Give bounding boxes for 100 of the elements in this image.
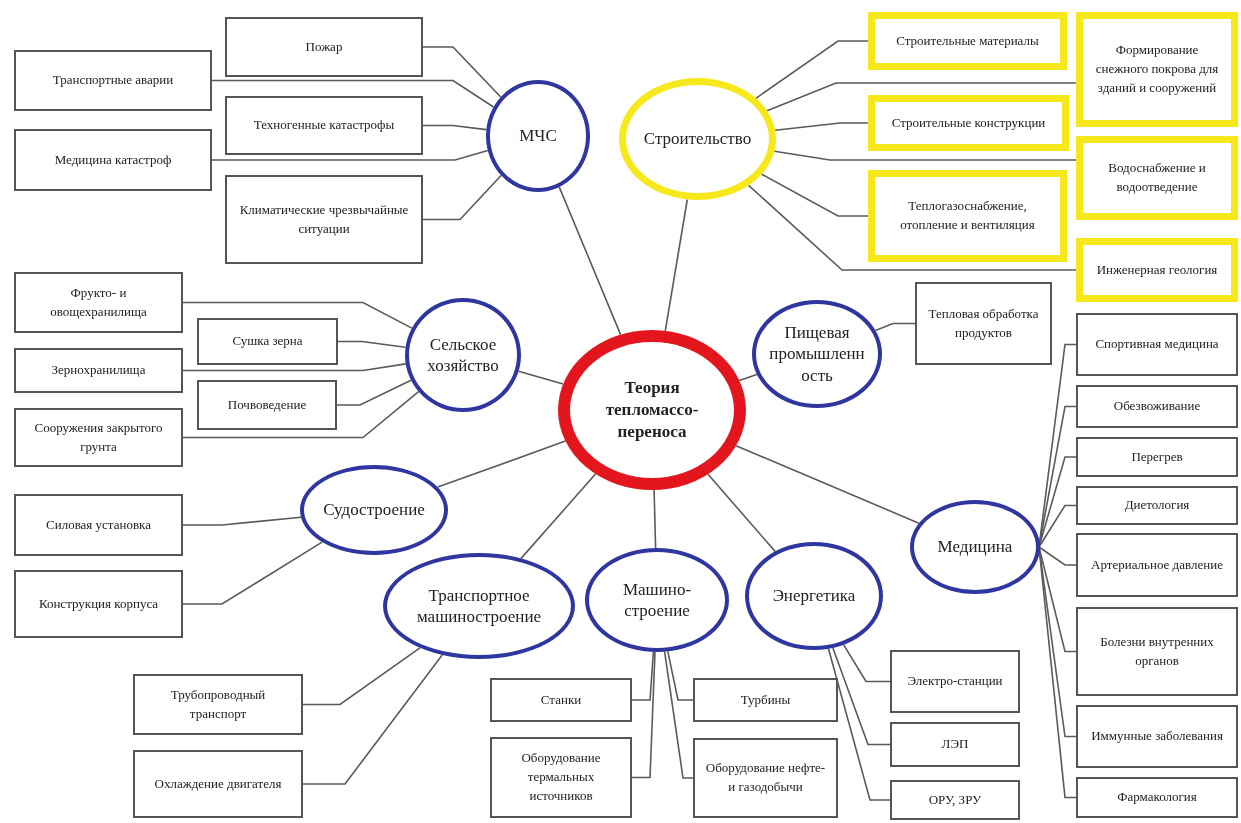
topic-box — [1076, 533, 1238, 597]
node-label: Медицина — [937, 536, 1013, 558]
node-label: Строительные материалы — [896, 31, 1039, 50]
connector-line — [337, 340, 407, 349]
node-label: Обезвоживание — [1113, 397, 1201, 416]
topic-box — [890, 780, 1020, 820]
node-label: Перегрев — [1131, 447, 1183, 466]
node-label: Тепловая обработка продуктов — [927, 304, 1040, 342]
connector-line — [182, 516, 302, 526]
node-label: Конструкция корпуса — [38, 594, 159, 613]
topic-box — [1076, 486, 1238, 525]
topic-box — [868, 12, 1067, 70]
topic-box — [133, 750, 303, 818]
connector-line — [766, 82, 1077, 112]
connector-line — [774, 122, 869, 132]
connector-line — [773, 150, 1077, 161]
node-label: Силовая установка — [46, 515, 151, 534]
connector-line — [182, 541, 323, 605]
node-label: Сушка зерна — [232, 332, 303, 351]
node-label: Теория тепломассо-переноса — [604, 376, 700, 444]
topic-box — [14, 494, 183, 556]
topic-box — [14, 50, 212, 111]
node-label: Фармакология — [1117, 788, 1197, 807]
connector-line — [874, 322, 916, 332]
connector-line — [182, 301, 413, 329]
topic-box — [490, 678, 632, 722]
node-label: Иммунные заболевания — [1091, 727, 1223, 746]
node-label: Пищевая промышленность — [768, 322, 866, 386]
node-label: Спортивная медицина — [1095, 335, 1219, 354]
topic-box — [915, 282, 1052, 365]
topic-box — [1076, 238, 1238, 302]
node-label: Транспортное машиностроение — [415, 584, 543, 628]
node-label: Артериальное давление — [1091, 555, 1223, 574]
node-label: Зернохранилища — [51, 361, 146, 380]
node-label: Болезни внутренних органов — [1099, 632, 1215, 670]
node-label: Водоснабжение и водоотведение — [1107, 159, 1207, 196]
node-label: Сельское хозяйство — [426, 333, 500, 377]
topic-box — [197, 318, 338, 365]
connector-line — [663, 650, 694, 779]
node-label: ОРУ, ЗРУ — [928, 790, 982, 809]
topic-box — [868, 170, 1067, 262]
node-label: Почвоведение — [227, 395, 307, 414]
connector-line — [1038, 546, 1077, 566]
connector-line — [832, 647, 891, 746]
node-label: Турбины — [740, 690, 791, 709]
node-label: Формирование снежного покрова для зданий и сооружений — [1094, 41, 1220, 97]
connector-line — [182, 363, 407, 372]
connector-line — [211, 79, 495, 108]
connector-line — [302, 647, 421, 706]
topic-box — [1076, 385, 1238, 428]
connector-line — [827, 648, 891, 801]
topic-box — [1076, 12, 1238, 127]
topic-box — [890, 722, 1020, 767]
node-label: Оборудование нефте- и газодобычи — [704, 759, 827, 796]
connector-line — [631, 651, 655, 701]
connector-line — [422, 124, 488, 131]
node-label: Энергетика — [772, 585, 856, 607]
node-label: Пожар — [305, 37, 343, 56]
topic-box — [1076, 705, 1238, 768]
topic-box — [693, 738, 838, 818]
connector-line — [664, 198, 689, 332]
node-label: Охлаждение двигателя — [154, 774, 282, 793]
topic-box — [890, 650, 1020, 713]
node-label: Климатические чрезвычайные ситуации — [238, 200, 410, 238]
topic-box — [225, 175, 423, 264]
connector-line — [182, 390, 420, 439]
node-label: ЛЭП — [941, 735, 969, 754]
connector-line — [422, 46, 502, 98]
topic-box — [197, 380, 337, 430]
connector-line — [631, 651, 656, 779]
connector-line — [842, 644, 891, 683]
node-label: Медицина катастроф — [54, 150, 172, 169]
connector-line — [667, 650, 694, 701]
connector-line — [336, 379, 412, 406]
topic-box — [1076, 136, 1238, 220]
topic-box — [1076, 607, 1238, 696]
node-label: Техногенные катастрофы — [253, 116, 395, 135]
topic-box — [1076, 437, 1238, 477]
topic-box — [14, 272, 183, 333]
node-label: Машино-строение — [621, 578, 693, 622]
topic-box — [14, 408, 183, 467]
node-label: Электро-станции — [907, 672, 1003, 691]
topic-box — [14, 570, 183, 638]
node-label: Транспортные аварии — [52, 71, 174, 90]
topic-box — [14, 348, 183, 393]
node-label: Судостроение — [323, 499, 425, 521]
topic-box — [1076, 313, 1238, 376]
connector-line — [517, 370, 564, 385]
node-label: МЧС — [519, 125, 557, 147]
node-label: Инженерная геология — [1096, 260, 1218, 279]
connector-line — [653, 489, 657, 549]
node-label: Оборудование термальных источников — [520, 749, 602, 805]
topic-box — [490, 737, 632, 818]
topic-box — [14, 129, 212, 191]
node-label: Строительство — [643, 128, 752, 150]
node-label: Сооружения закрытого грунта — [33, 418, 164, 456]
node-label: Теплогазоснабжение, отопление и вентиляция — [899, 197, 1036, 234]
connector-line — [1038, 504, 1077, 548]
node-label: Строительные конструкции — [891, 113, 1046, 132]
topic-box — [225, 96, 423, 155]
